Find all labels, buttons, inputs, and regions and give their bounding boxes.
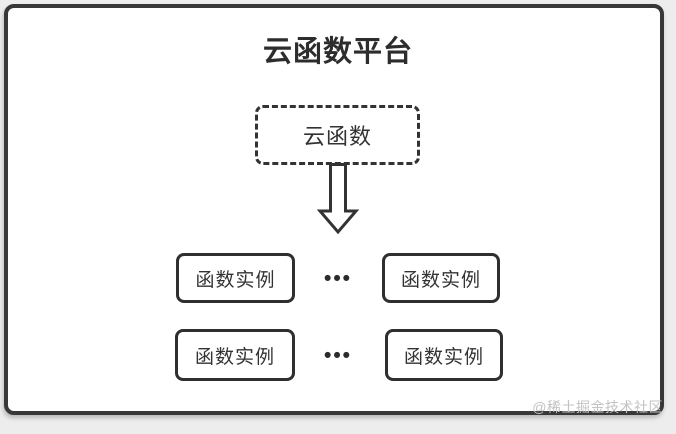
- ellipsis-dots: •••: [323, 343, 353, 367]
- cloud-function-box: 云函数: [255, 105, 420, 165]
- down-arrow-icon: [316, 163, 360, 235]
- function-instance-box: 函数实例: [175, 329, 295, 381]
- function-instance-box: 函数实例: [382, 253, 500, 303]
- function-instance-box: 函数实例: [385, 329, 503, 381]
- function-instance-label: 函数实例: [403, 346, 484, 368]
- watermark-text: @稀土掘金技术社区: [532, 399, 663, 415]
- function-instance-box: 函数实例: [176, 253, 295, 303]
- ellipsis-dots: •••: [323, 266, 353, 290]
- function-instance-label: 函数实例: [195, 269, 276, 291]
- diagram-title: 云函数平台: [262, 36, 413, 68]
- cloud-function-label: 云函数: [302, 124, 372, 149]
- function-instance-label: 函数实例: [400, 269, 481, 291]
- function-instance-label: 函数实例: [194, 346, 275, 368]
